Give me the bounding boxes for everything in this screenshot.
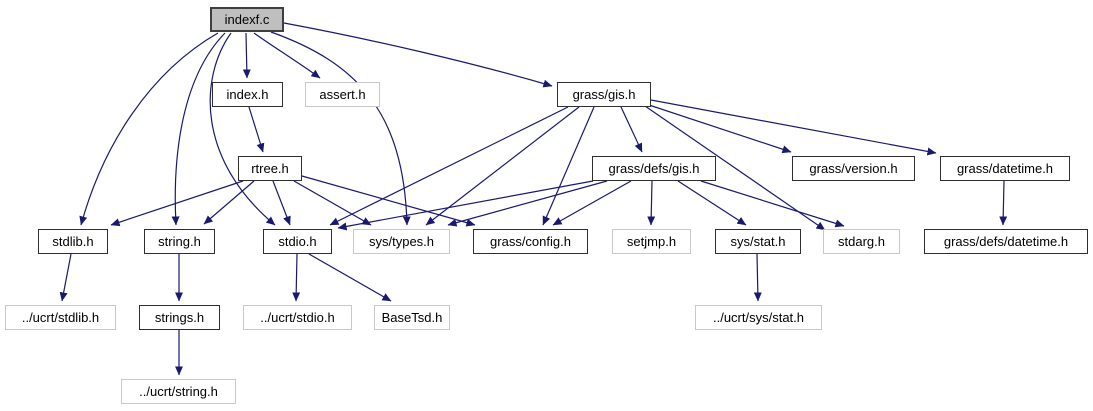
edge-indexf.c-to-assert.h — [253, 32, 321, 79]
node-grass-defs-datetime.h[interactable]: grass/defs/datetime.h — [924, 229, 1088, 254]
edge-rtree.h-to-stdlib.h — [110, 180, 244, 227]
node-ucrt-stdio.h: ../ucrt/stdio.h — [243, 305, 352, 330]
node-BaseTsd.h: BaseTsd.h — [374, 305, 450, 330]
edge-grass-gis.h-to-grass-config.h — [542, 106, 595, 226]
edge-stdio.h-to-ucrt-stdio.h — [292, 253, 301, 302]
edge-grass-defs-gis.h-to-stdarg.h — [700, 180, 845, 228]
node-stdarg.h: stdarg.h — [823, 229, 900, 254]
edge-indexf.c-to-sys-types.h — [270, 31, 411, 226]
edge-stdlib.h-to-ucrt-stdlib.h — [59, 253, 72, 302]
edge-grass-gis.h-to-grass-version.h — [648, 104, 792, 154]
edge-grass-gis.h-to-stdio.h — [329, 106, 569, 226]
edge-grass-gis.h-to-grass-defs-gis.h — [620, 106, 643, 153]
node-index.h[interactable]: index.h — [212, 82, 283, 107]
node-sys-stat.h[interactable]: sys/stat.h — [715, 229, 801, 254]
edge-rtree.h-to-sys-types.h — [293, 180, 372, 226]
node-grass-datetime.h[interactable]: grass/datetime.h — [940, 156, 1070, 181]
edge-grass-defs-gis.h-to-sys-stat.h — [677, 180, 747, 226]
edge-indexf.c-to-string.h — [171, 32, 226, 226]
node-grass-defs-gis.h[interactable]: grass/defs/gis.h — [592, 156, 716, 181]
node-strings.h[interactable]: strings.h — [139, 305, 220, 330]
node-rtree.h[interactable]: rtree.h — [238, 156, 302, 181]
node-string.h[interactable]: string.h — [144, 229, 215, 254]
edge-grass-defs-gis.h-to-setjmp.h — [647, 180, 656, 226]
edge-grass-gis.h-to-stdarg.h — [644, 105, 826, 231]
edge-grass-defs-gis.h-to-stdio.h — [337, 180, 594, 231]
edge-grass-defs-gis.h-to-grass-config.h — [552, 180, 632, 226]
edge-grass-defs-gis.h-to-sys-types.h — [447, 180, 608, 227]
edge-grass-datetime.h-to-grass-defs-datetime.h — [999, 180, 1008, 226]
node-stdio.h[interactable]: stdio.h — [263, 229, 332, 254]
edge-rtree.h-to-string.h — [203, 180, 255, 225]
node-stdlib.h[interactable]: stdlib.h — [38, 229, 108, 254]
edge-stdio.h-to-BaseTsd.h — [308, 253, 392, 302]
node-grass-version.h[interactable]: grass/version.h — [792, 156, 915, 181]
edge-grass-gis.h-to-grass-datetime.h — [650, 99, 937, 156]
node-assert.h: assert.h — [305, 82, 380, 107]
node-ucrt-sys-stat.h: ../ucrt/sys/stat.h — [695, 305, 822, 330]
edge-indexf.c-to-stdlib.h — [79, 32, 219, 226]
edge-rtree.h-to-stdio.h — [272, 180, 291, 226]
node-grass-gis.h[interactable]: grass/gis.h — [557, 82, 651, 107]
edge-sys-stat.h-to-ucrt-sys-stat.h — [753, 253, 762, 302]
edge-rtree.h-to-grass-config.h — [301, 175, 476, 227]
edge-indexf.c-to-index.h — [242, 32, 251, 79]
edge-indexf.c-to-stdio.h — [209, 32, 276, 226]
node-grass-config.h[interactable]: grass/config.h — [473, 229, 588, 254]
edge-index.h-to-rtree.h — [248, 106, 265, 153]
node-sys-types.h: sys/types.h — [353, 229, 450, 254]
edge-grass-gis.h-to-sys-types.h — [425, 106, 580, 226]
edge-indexf.c-to-grass-gis.h — [283, 22, 553, 88]
node-indexf.c: indexf.c — [210, 7, 284, 32]
node-ucrt-stdlib.h: ../ucrt/stdlib.h — [5, 305, 116, 330]
node-ucrt-string.h: ../ucrt/string.h — [121, 379, 236, 404]
node-setjmp.h: setjmp.h — [612, 229, 691, 254]
